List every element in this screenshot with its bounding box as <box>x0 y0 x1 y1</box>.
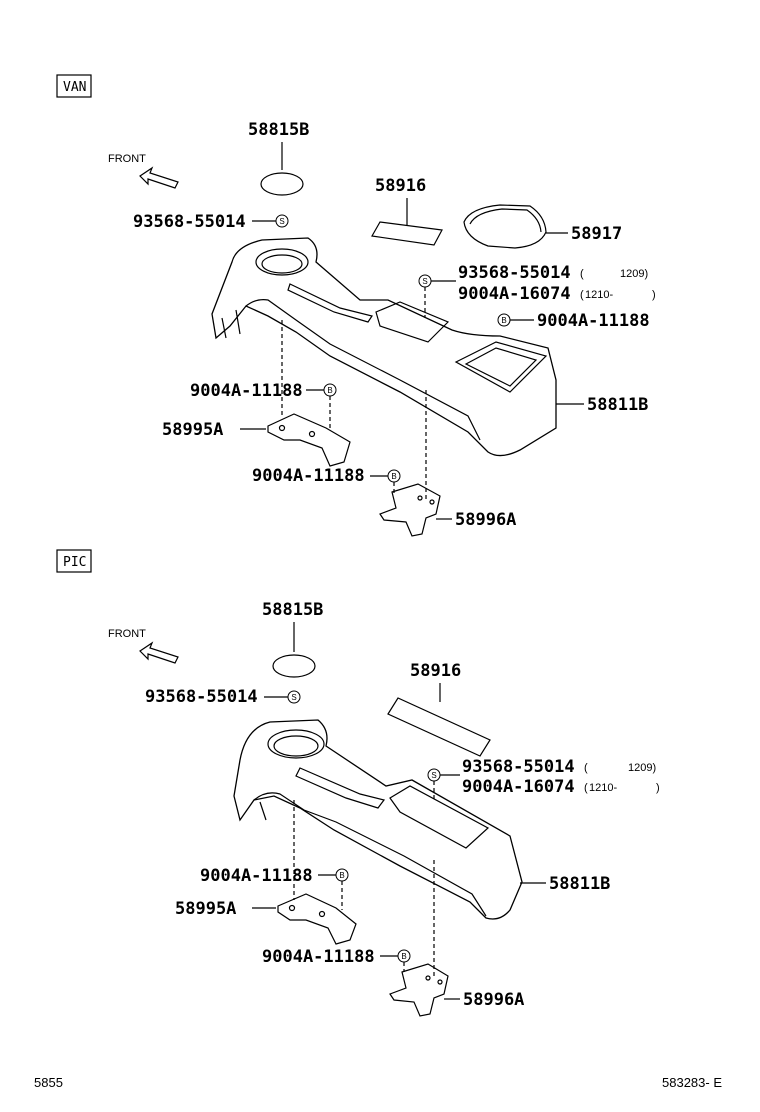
bracket-front-part <box>267 413 351 467</box>
lid-part <box>463 204 547 249</box>
svg-text:B: B <box>339 871 344 880</box>
section-pic: PIC FRONT 58815B 58916 93568-55014 S 588… <box>56 549 660 1017</box>
note-right-a: 1209) <box>620 268 648 280</box>
label-console: 58811B <box>549 874 610 894</box>
section-tag: VAN <box>63 80 86 95</box>
label-tray: 58916 <box>410 661 461 681</box>
note-right-b: 1210- <box>589 782 617 794</box>
front-arrow-icon <box>139 641 179 664</box>
mat-tray-part <box>387 697 491 757</box>
svg-text:S: S <box>431 771 436 780</box>
label-screw-right-b: 9004A-16074 <box>462 777 575 797</box>
label-bracket-front: 58995A <box>175 899 236 919</box>
label-bracket-rear: 58996A <box>455 510 516 530</box>
label-console: 58811B <box>587 395 648 415</box>
bracket-rear-part <box>389 963 449 1017</box>
section-tag-box <box>56 74 92 98</box>
front-arrow-icon <box>139 166 179 189</box>
footer-figure-code: 583283- E <box>662 1075 722 1090</box>
console-body-pic <box>233 719 523 920</box>
front-label: FRONT <box>108 628 146 640</box>
label-cap: 58815B <box>248 120 309 140</box>
svg-text:B: B <box>501 316 506 325</box>
svg-text:S: S <box>422 277 427 286</box>
label-bolt-low: 9004A-11188 <box>262 947 375 967</box>
bracket-rear-part <box>379 483 441 537</box>
label-cap: 58815B <box>262 600 323 620</box>
footer-page-code: 5855 <box>34 1075 63 1090</box>
label-bolt-mid: 9004A-11188 <box>190 381 303 401</box>
label-screw-right-a: 93568-55014 <box>458 263 571 283</box>
cup-cap-part <box>272 654 316 678</box>
cup-cap-part <box>260 172 304 196</box>
svg-text:S: S <box>291 693 296 702</box>
label-screw-left: 93568-55014 <box>133 212 246 232</box>
label-bolt-rear: 9004A-11188 <box>537 311 650 331</box>
console-body-van <box>211 237 557 457</box>
label-screw-right-b: 9004A-16074 <box>458 284 571 304</box>
svg-text:S: S <box>279 217 284 226</box>
svg-text:B: B <box>401 952 406 961</box>
section-van: VAN FRONT 58815B 58916 58917 93568-55014… <box>56 74 656 537</box>
note-right-b: 1210- <box>585 289 613 301</box>
section-tag-box <box>56 549 92 573</box>
label-bracket-rear: 58996A <box>463 990 524 1010</box>
label-lid: 58917 <box>571 224 622 244</box>
label-tray: 58916 <box>375 176 426 196</box>
section-tag: PIC <box>63 555 86 570</box>
label-bolt-low: 9004A-11188 <box>252 466 365 486</box>
svg-text:(: ( <box>580 289 584 301</box>
svg-text:): ) <box>656 782 660 794</box>
svg-text:B: B <box>327 386 332 395</box>
label-bolt-mid: 9004A-11188 <box>200 866 313 886</box>
note-right-a: 1209) <box>628 762 656 774</box>
label-bracket-front: 58995A <box>162 420 223 440</box>
svg-text:(: ( <box>584 762 588 774</box>
label-screw-right-a: 93568-55014 <box>462 757 575 777</box>
svg-text:B: B <box>391 472 396 481</box>
svg-text:): ) <box>652 289 656 301</box>
screw-left-icon <box>275 214 289 228</box>
bracket-front-part <box>277 893 357 945</box>
mat-tray-part <box>371 221 443 246</box>
screw-left-icon <box>287 690 301 704</box>
svg-text:(: ( <box>580 268 584 280</box>
label-screw-left: 93568-55014 <box>145 687 258 707</box>
front-label: FRONT <box>108 153 146 165</box>
svg-text:(: ( <box>584 782 588 794</box>
